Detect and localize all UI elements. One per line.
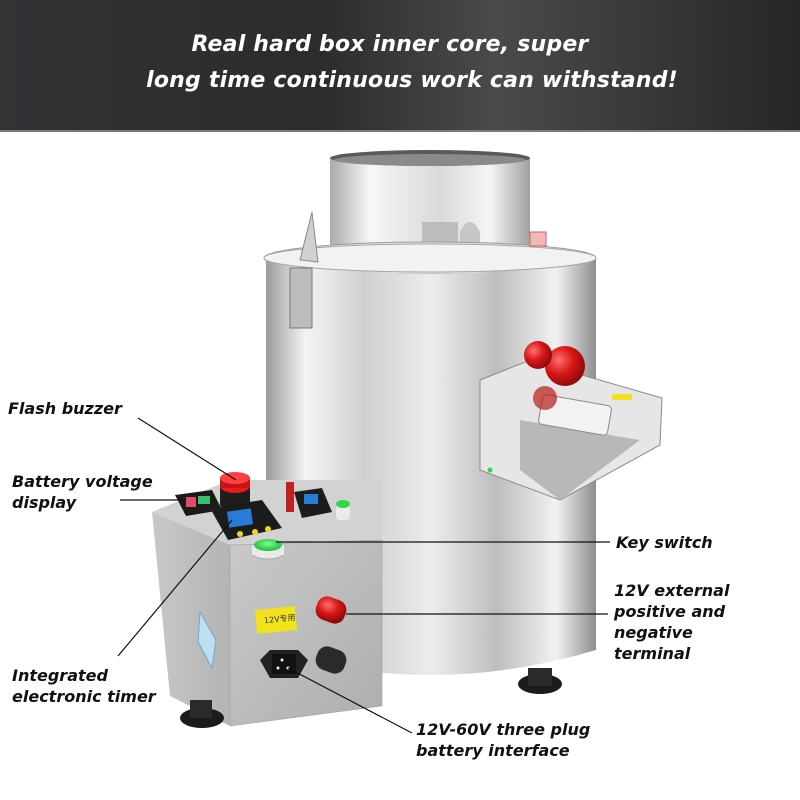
callout-external-terminal: 12V external positive and negative termi… <box>614 580 729 664</box>
callout-key-switch: Key switch <box>616 532 713 553</box>
banner-headline-line1: Real hard box inner core, super <box>191 32 589 57</box>
callout-text-line2: battery interface <box>416 741 570 760</box>
callout-flash-buzzer: Flash buzzer <box>8 398 122 419</box>
callout-battery-voltage-display: Battery voltage display <box>12 471 153 513</box>
banner-headline-line2: long time continuous work can withstand! <box>146 68 678 93</box>
callout-text-line1: 12V external <box>614 581 730 600</box>
callout-text-line1: Battery voltage <box>12 472 153 491</box>
callout-text-line1: 12V-60V three plug <box>416 720 591 739</box>
callout-text-line4: terminal <box>614 644 691 663</box>
callout-text-line3: negative <box>614 623 693 642</box>
callout-text: Key switch <box>616 533 713 552</box>
callout-text-line2: electronic timer <box>12 687 156 706</box>
callout-text: Flash buzzer <box>8 399 122 418</box>
callout-text-line2: display <box>12 493 77 512</box>
callout-lines <box>117 417 610 734</box>
promo-banner: Real hard box inner core, super long tim… <box>0 0 800 132</box>
machine-illustration: 12V专用 <box>117 150 663 734</box>
callout-text-line2: positive and <box>614 602 726 621</box>
product-photo: 12V专用 <box>0 132 800 800</box>
callout-battery-interface: 12V-60V three plug battery interface <box>416 719 590 761</box>
callout-text-line1: Integrated <box>12 666 108 685</box>
sticker-text: 12V专用 <box>263 612 296 625</box>
callout-integrated-electronic-timer: Integrated electronic timer <box>12 665 156 707</box>
